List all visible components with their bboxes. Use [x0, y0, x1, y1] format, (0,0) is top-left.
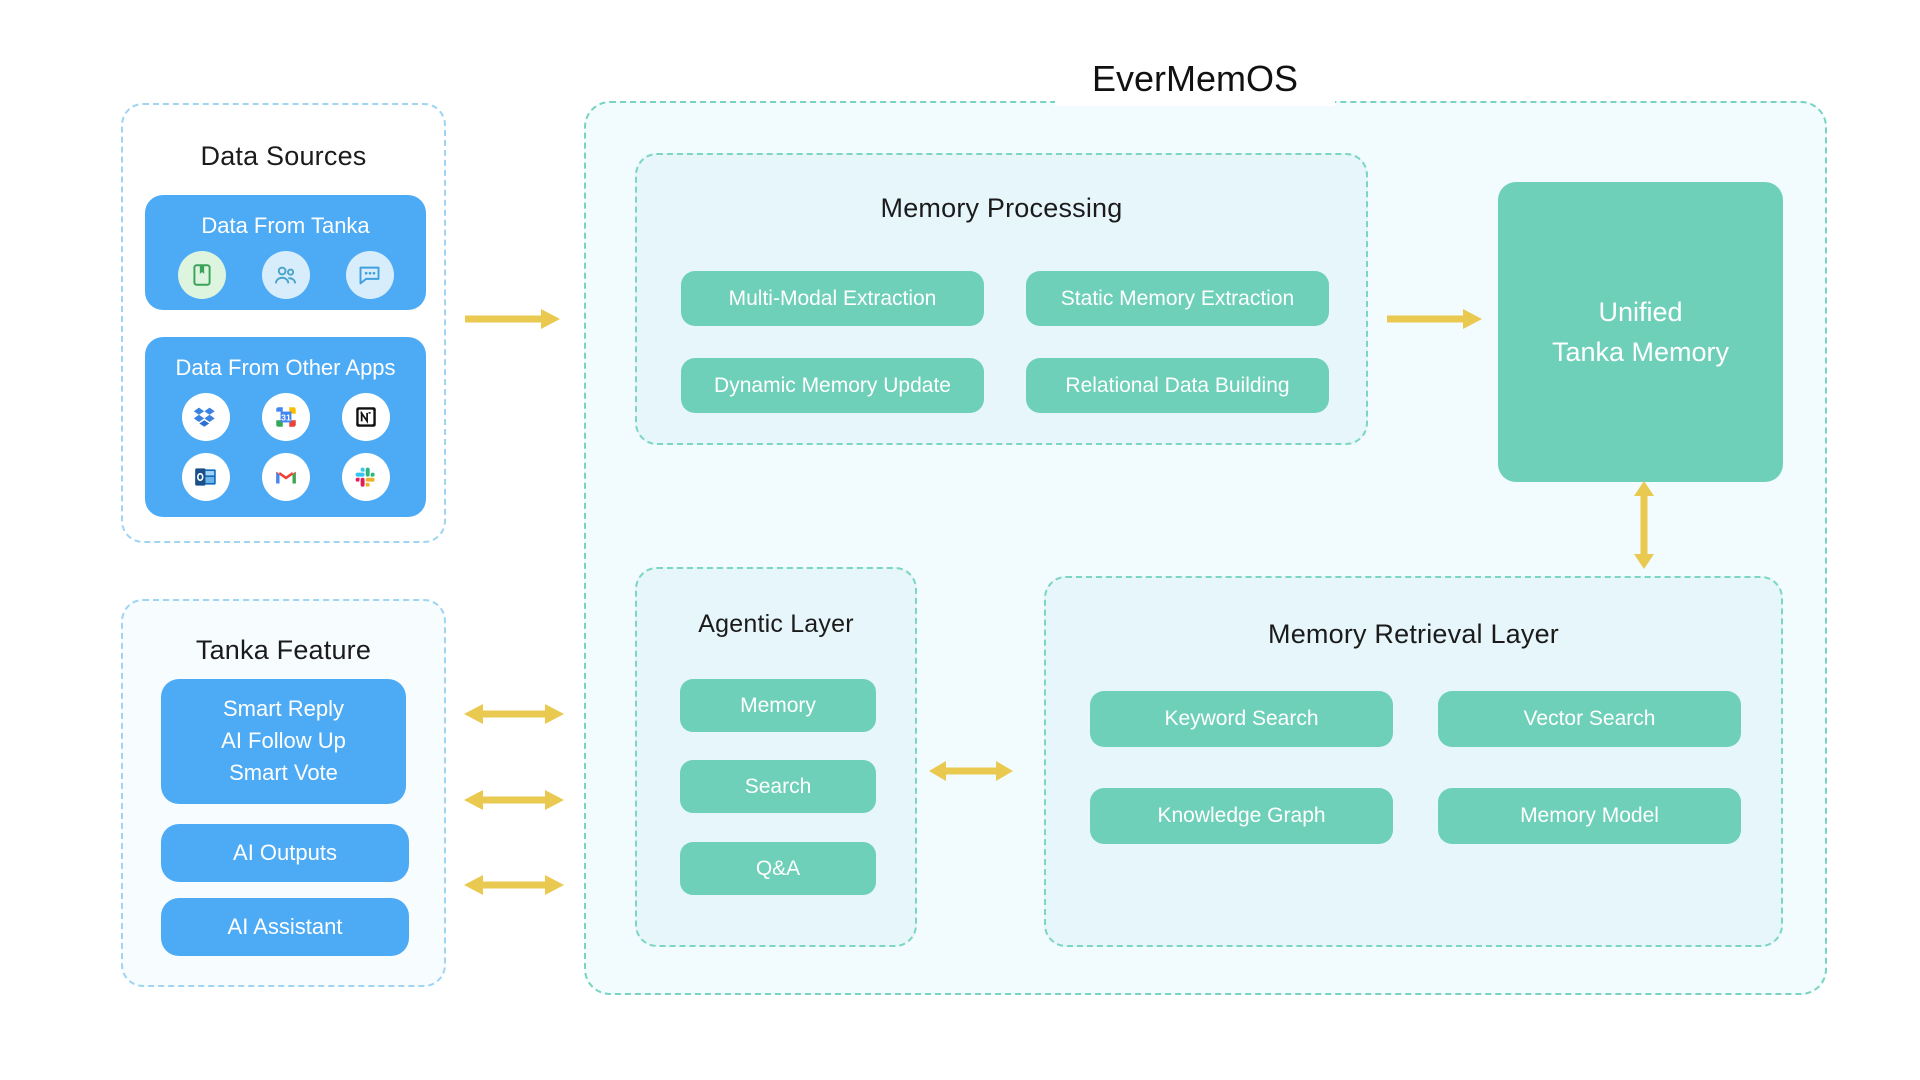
unified-tanka-memory-block[interactable]: Unified Tanka Memory [1498, 182, 1783, 482]
slack-icon[interactable] [341, 453, 390, 501]
pill-memory[interactable]: Memory [680, 679, 876, 732]
people-group-icon[interactable] [261, 251, 310, 299]
memory-processing-panel: Memory Processing Multi-Modal Extraction… [635, 153, 1368, 445]
google-calendar-icon[interactable]: 31 [261, 393, 310, 441]
unified-line-1: Unified [1598, 297, 1683, 327]
pill-dynamic-memory-update[interactable]: Dynamic Memory Update [681, 358, 984, 413]
arrow-feature-to-agentic-1 [463, 701, 565, 727]
notion-icon[interactable] [341, 393, 390, 441]
ai-assistant-label: AI Assistant [227, 914, 343, 939]
data-from-other-apps-title: Data From Other Apps [175, 355, 396, 380]
data-from-tanka-card[interactable]: Data From Tanka [145, 195, 426, 310]
data-sources-title: Data Sources [200, 141, 367, 171]
pill-qa[interactable]: Q&A [680, 842, 876, 895]
arrow-agentic-to-retrieval [928, 758, 1014, 784]
pill-static-memory-extraction[interactable]: Static Memory Extraction [1026, 271, 1329, 326]
pill-keyword-search[interactable]: Keyword Search [1090, 691, 1393, 747]
memory-retrieval-title: Memory Retrieval Layer [1268, 619, 1559, 649]
tanka-feature-title: Tanka Feature [195, 635, 372, 665]
tanka-feature-panel: Tanka Feature Smart Reply AI Follow Up S… [121, 599, 446, 987]
pill-relational-data-building[interactable]: Relational Data Building [1026, 358, 1329, 413]
unified-line-2: Tanka Memory [1551, 337, 1730, 367]
svg-text:31: 31 [281, 412, 291, 422]
memory-retrieval-layer-panel: Memory Retrieval Layer Keyword Search Ve… [1044, 576, 1783, 947]
outlook-icon[interactable] [181, 453, 230, 501]
arrow-feature-to-agentic-3 [463, 872, 565, 898]
arrow-feature-to-agentic-2 [463, 787, 565, 813]
smart-vote-label: Smart Vote [229, 760, 338, 785]
data-from-other-apps-card[interactable]: Data From Other Apps [145, 337, 426, 517]
ai-outputs-card[interactable]: AI Outputs [161, 824, 409, 882]
smart-features-card[interactable]: Smart Reply AI Follow Up Smart Vote [161, 679, 406, 804]
chat-bubble-icon[interactable] [345, 251, 394, 299]
arrow-unified-memory-to-retrieval [1630, 480, 1658, 570]
note-book-icon[interactable] [177, 251, 226, 299]
pill-vector-search[interactable]: Vector Search [1438, 691, 1741, 747]
pill-knowledge-graph[interactable]: Knowledge Graph [1090, 788, 1393, 844]
evermemos-panel: Memory Processing Multi-Modal Extraction… [584, 101, 1827, 995]
smart-reply-label: Smart Reply [222, 696, 345, 721]
unified-tanka-memory-text: Unified Tanka Memory [1552, 292, 1729, 372]
pill-multi-modal-extraction[interactable]: Multi-Modal Extraction [681, 271, 984, 326]
agentic-layer-title: Agentic Layer [698, 610, 854, 638]
smart-features-lines: Smart Reply AI Follow Up Smart Vote [161, 693, 406, 789]
other-apps-icon-row-2 [145, 453, 426, 501]
data-sources-panel: Data Sources Data From Tanka [121, 103, 446, 543]
data-from-tanka-title: Data From Tanka [201, 213, 370, 238]
arrow-sources-to-processing [463, 306, 563, 332]
tanka-icon-row [145, 251, 426, 299]
ai-follow-up-label: AI Follow Up [221, 728, 346, 753]
agentic-layer-panel: Agentic Layer Memory Search Q&A [635, 567, 917, 947]
pill-memory-model[interactable]: Memory Model [1438, 788, 1741, 844]
page-title: EverMemOS [1055, 52, 1335, 106]
dropbox-icon[interactable] [181, 393, 230, 441]
memory-processing-title: Memory Processing [880, 193, 1123, 223]
ai-assistant-card[interactable]: AI Assistant [161, 898, 409, 956]
arrow-processing-to-unified-memory [1385, 306, 1485, 332]
gmail-icon[interactable] [261, 453, 310, 501]
other-apps-icon-row-1: 31 [145, 393, 426, 441]
ai-outputs-label: AI Outputs [233, 840, 337, 865]
pill-search[interactable]: Search [680, 760, 876, 813]
